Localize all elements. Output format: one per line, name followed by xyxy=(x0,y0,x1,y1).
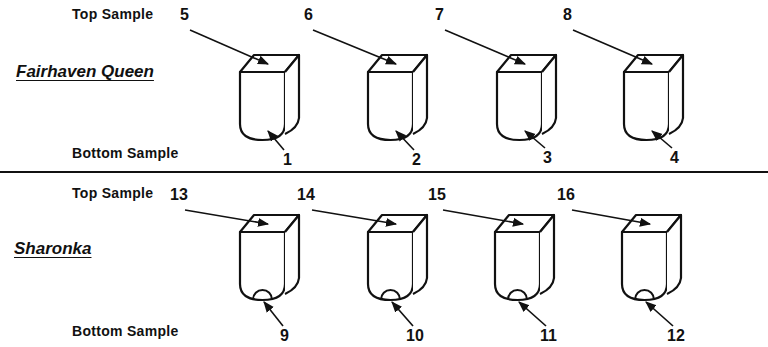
callout-number: 8 xyxy=(563,7,572,23)
callout-number: 14 xyxy=(297,187,315,203)
callout-number: 2 xyxy=(412,152,421,168)
vessel-name: Fairhaven Queen xyxy=(16,63,154,80)
callout-number: 4 xyxy=(670,150,679,166)
callout-number: 10 xyxy=(406,328,424,344)
callout-number: 12 xyxy=(667,328,685,344)
callout-number: 15 xyxy=(428,187,446,203)
callout-number: 16 xyxy=(557,187,575,203)
callout-number: 6 xyxy=(304,7,313,23)
row-label: Top Sample xyxy=(72,186,153,200)
callout-number: 5 xyxy=(180,7,189,23)
row-label: Bottom Sample xyxy=(72,324,179,338)
leader-lines xyxy=(185,30,673,326)
callout-number: 9 xyxy=(280,328,289,344)
vessel-name: Sharonka xyxy=(14,240,91,257)
sharonka-blocks xyxy=(240,215,681,300)
callout-number: 1 xyxy=(283,152,292,168)
divider-line xyxy=(0,171,768,173)
callout-number: 7 xyxy=(435,7,444,23)
row-label: Bottom Sample xyxy=(72,146,179,160)
fairhaven-blocks xyxy=(240,55,683,140)
row-label: Top Sample xyxy=(72,7,153,21)
callout-number: 3 xyxy=(543,150,552,166)
callout-number: 11 xyxy=(540,328,557,344)
callout-number: 13 xyxy=(170,187,188,203)
